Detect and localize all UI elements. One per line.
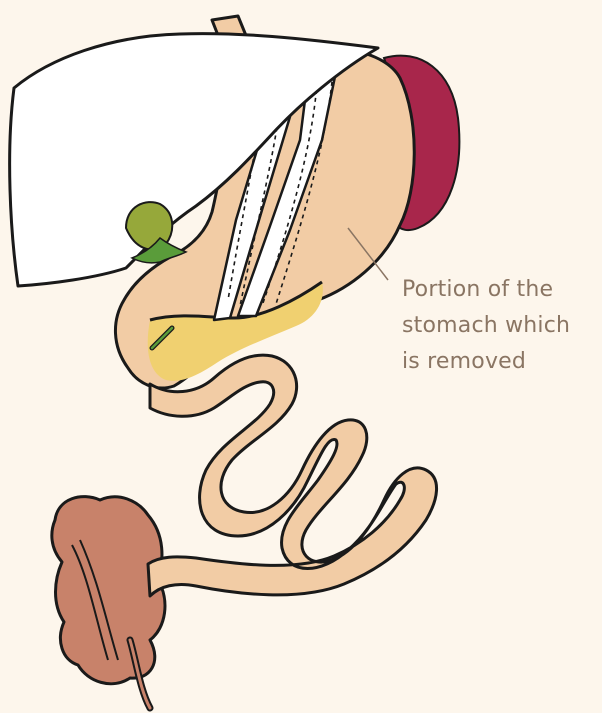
annotation-line-1: Portion of the	[402, 272, 602, 308]
annotation-line-2: stomach which	[402, 308, 602, 344]
pancreas	[52, 497, 165, 684]
annotation-label: Portion of the stomach which is removed	[402, 272, 602, 380]
small-intestine	[148, 355, 437, 596]
annotation-line-3: is removed	[402, 344, 602, 380]
